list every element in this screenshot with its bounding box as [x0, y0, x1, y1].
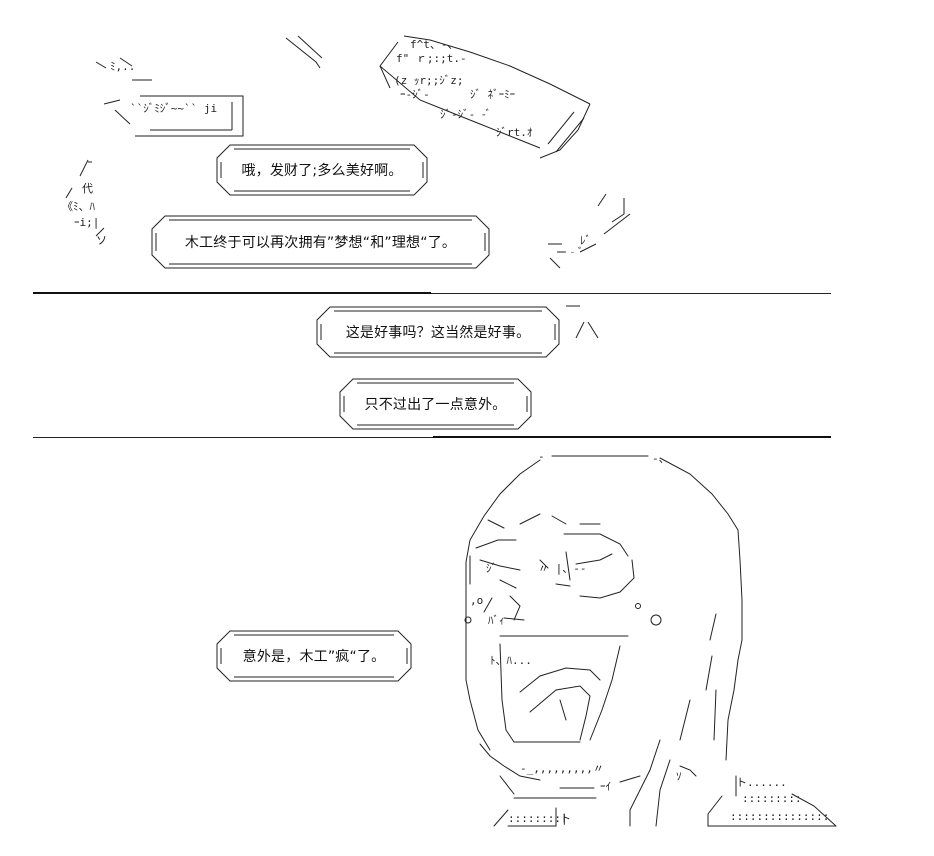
svg-text:《ﾐ、ﾊ: 《ﾐ、ﾊ: [62, 200, 95, 213]
bubble-text-4: 只不过出了一点意外。: [364, 397, 507, 413]
bubble-text-2: 木工终于可以再次拥有”梦想“和”理想“了。: [184, 235, 457, 251]
svg-text:(z ｯr;;ｼﾞz;: (z ｯr;;ｼﾞz;: [394, 74, 463, 87]
divider-thick-line: [433, 436, 831, 438]
svg-text:ｼﾞ ﾈﾞｰﾐｰ: ｼﾞ ﾈﾞｰﾐｰ: [470, 88, 515, 101]
svg-text:ｰi;|: ｰi;|: [74, 216, 99, 229]
bubble-outline: [216, 144, 428, 196]
svg-text:``ｼﾞﾐｼﾞ~~`` ji: ``ｼﾞﾐｼﾞ~~`` ji: [130, 102, 217, 115]
svg-text:代: 代: [82, 182, 93, 195]
divider-thin-line: [33, 293, 831, 294]
bubble-text-3: 这是好事吗？这当然是好事。: [345, 325, 531, 341]
bubble-text-5: 意外是，木工”疯“了。: [242, 649, 386, 665]
svg-text:ｼﾞrt.ｵ: ｼﾞrt.ｵ: [496, 126, 533, 139]
bubble-outline: [216, 630, 412, 682]
svg-text:ｼﾞ-ｼﾞ- -ﾞ: ｼﾞ-ｼﾞ- -ﾞ: [440, 108, 491, 121]
svg-text:ﾐ,..: ﾐ,..: [110, 60, 135, 73]
svg-text:f" ｒ;:;t.-: f" ｒ;:;t.-: [396, 52, 467, 65]
bubble-outline: [151, 215, 490, 269]
svg-text:ー‐ﾞ: ー‐ﾞ: [556, 246, 584, 259]
speech-bubble-3: 这是好事吗？这当然是好事。: [316, 306, 560, 358]
speech-bubble-5: 意外是，木工”疯“了。: [216, 630, 412, 682]
divider-thin-line: [33, 437, 831, 438]
bubble-outline: [339, 378, 532, 430]
svg-text:ﾚﾞ: ﾚﾞ: [580, 234, 591, 247]
bubble-outline: [316, 306, 560, 358]
speech-bubble-4: 只不过出了一点意外。: [339, 378, 532, 430]
speech-bubble-1: 哦，发财了;多么美好啊。: [216, 144, 428, 196]
svg-text:ｰ-ｼﾞ-: ｰ-ｼﾞ-: [400, 88, 430, 101]
divider-thick-line: [33, 292, 431, 294]
svg-text:ソ: ソ: [96, 234, 107, 247]
speech-bubble-2: 木工终于可以再次拥有”梦想“和”理想“了。: [151, 215, 490, 269]
bubble-text-1: 哦，发财了;多么美好啊。: [241, 163, 403, 179]
svg-text:f^t、‐、: f^t、‐、: [410, 38, 459, 51]
